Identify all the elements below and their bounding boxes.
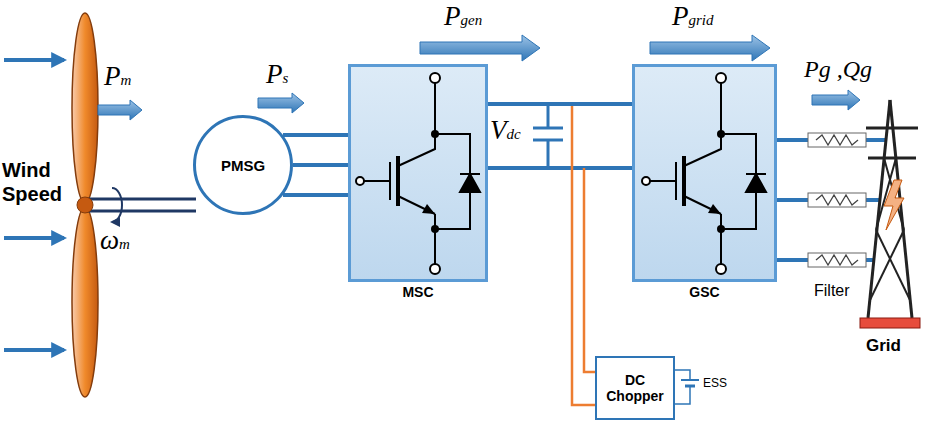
filter-resistor bbox=[808, 253, 866, 267]
chopper-wire bbox=[572, 104, 595, 405]
input-label: Wind Speed bbox=[2, 158, 70, 206]
capacitor-symbol bbox=[533, 104, 563, 168]
rotation-arrow bbox=[112, 188, 122, 222]
igbt-symbol bbox=[356, 73, 480, 274]
converter-box: GSC bbox=[632, 64, 777, 282]
node-text: MSC bbox=[351, 284, 485, 300]
tower-base bbox=[860, 318, 920, 328]
grid-tower bbox=[866, 100, 918, 318]
chopper-box: DC Chopper bbox=[595, 356, 675, 420]
power-wire bbox=[488, 102, 632, 106]
grid-label: Grid bbox=[866, 336, 901, 356]
power-symbol: Pg ,Qg bbox=[804, 56, 872, 83]
converter-box: MSC bbox=[348, 64, 488, 282]
hub bbox=[77, 197, 93, 213]
converter-fill bbox=[632, 64, 777, 282]
node-text: DC Chopper bbox=[603, 372, 667, 404]
storage-label: ESS bbox=[703, 376, 727, 390]
filter-resistor bbox=[808, 133, 866, 147]
turbine-blades bbox=[72, 13, 98, 397]
speed-symbol: ωm bbox=[100, 226, 130, 256]
voltage-symbol: Vdc bbox=[490, 116, 521, 146]
power-symbol: Ps bbox=[266, 60, 288, 90]
dc-bus bbox=[488, 166, 632, 170]
igbt-symbol bbox=[642, 73, 766, 274]
power-symbol: Pm bbox=[104, 62, 131, 92]
filter-resistor bbox=[808, 193, 866, 207]
shaft bbox=[85, 199, 196, 211]
lightning-bolt bbox=[884, 180, 904, 230]
filter-label: Filter bbox=[814, 282, 850, 300]
power-symbol: Pgen bbox=[444, 2, 482, 32]
node-text: GSC bbox=[635, 284, 774, 300]
node-text: PMSG bbox=[221, 157, 265, 174]
generator-circle: PMSG bbox=[193, 115, 293, 215]
battery-symbol bbox=[675, 370, 699, 404]
power-wire bbox=[293, 163, 348, 167]
power-symbol: Pgrid bbox=[672, 2, 714, 32]
converter-fill bbox=[348, 64, 488, 282]
